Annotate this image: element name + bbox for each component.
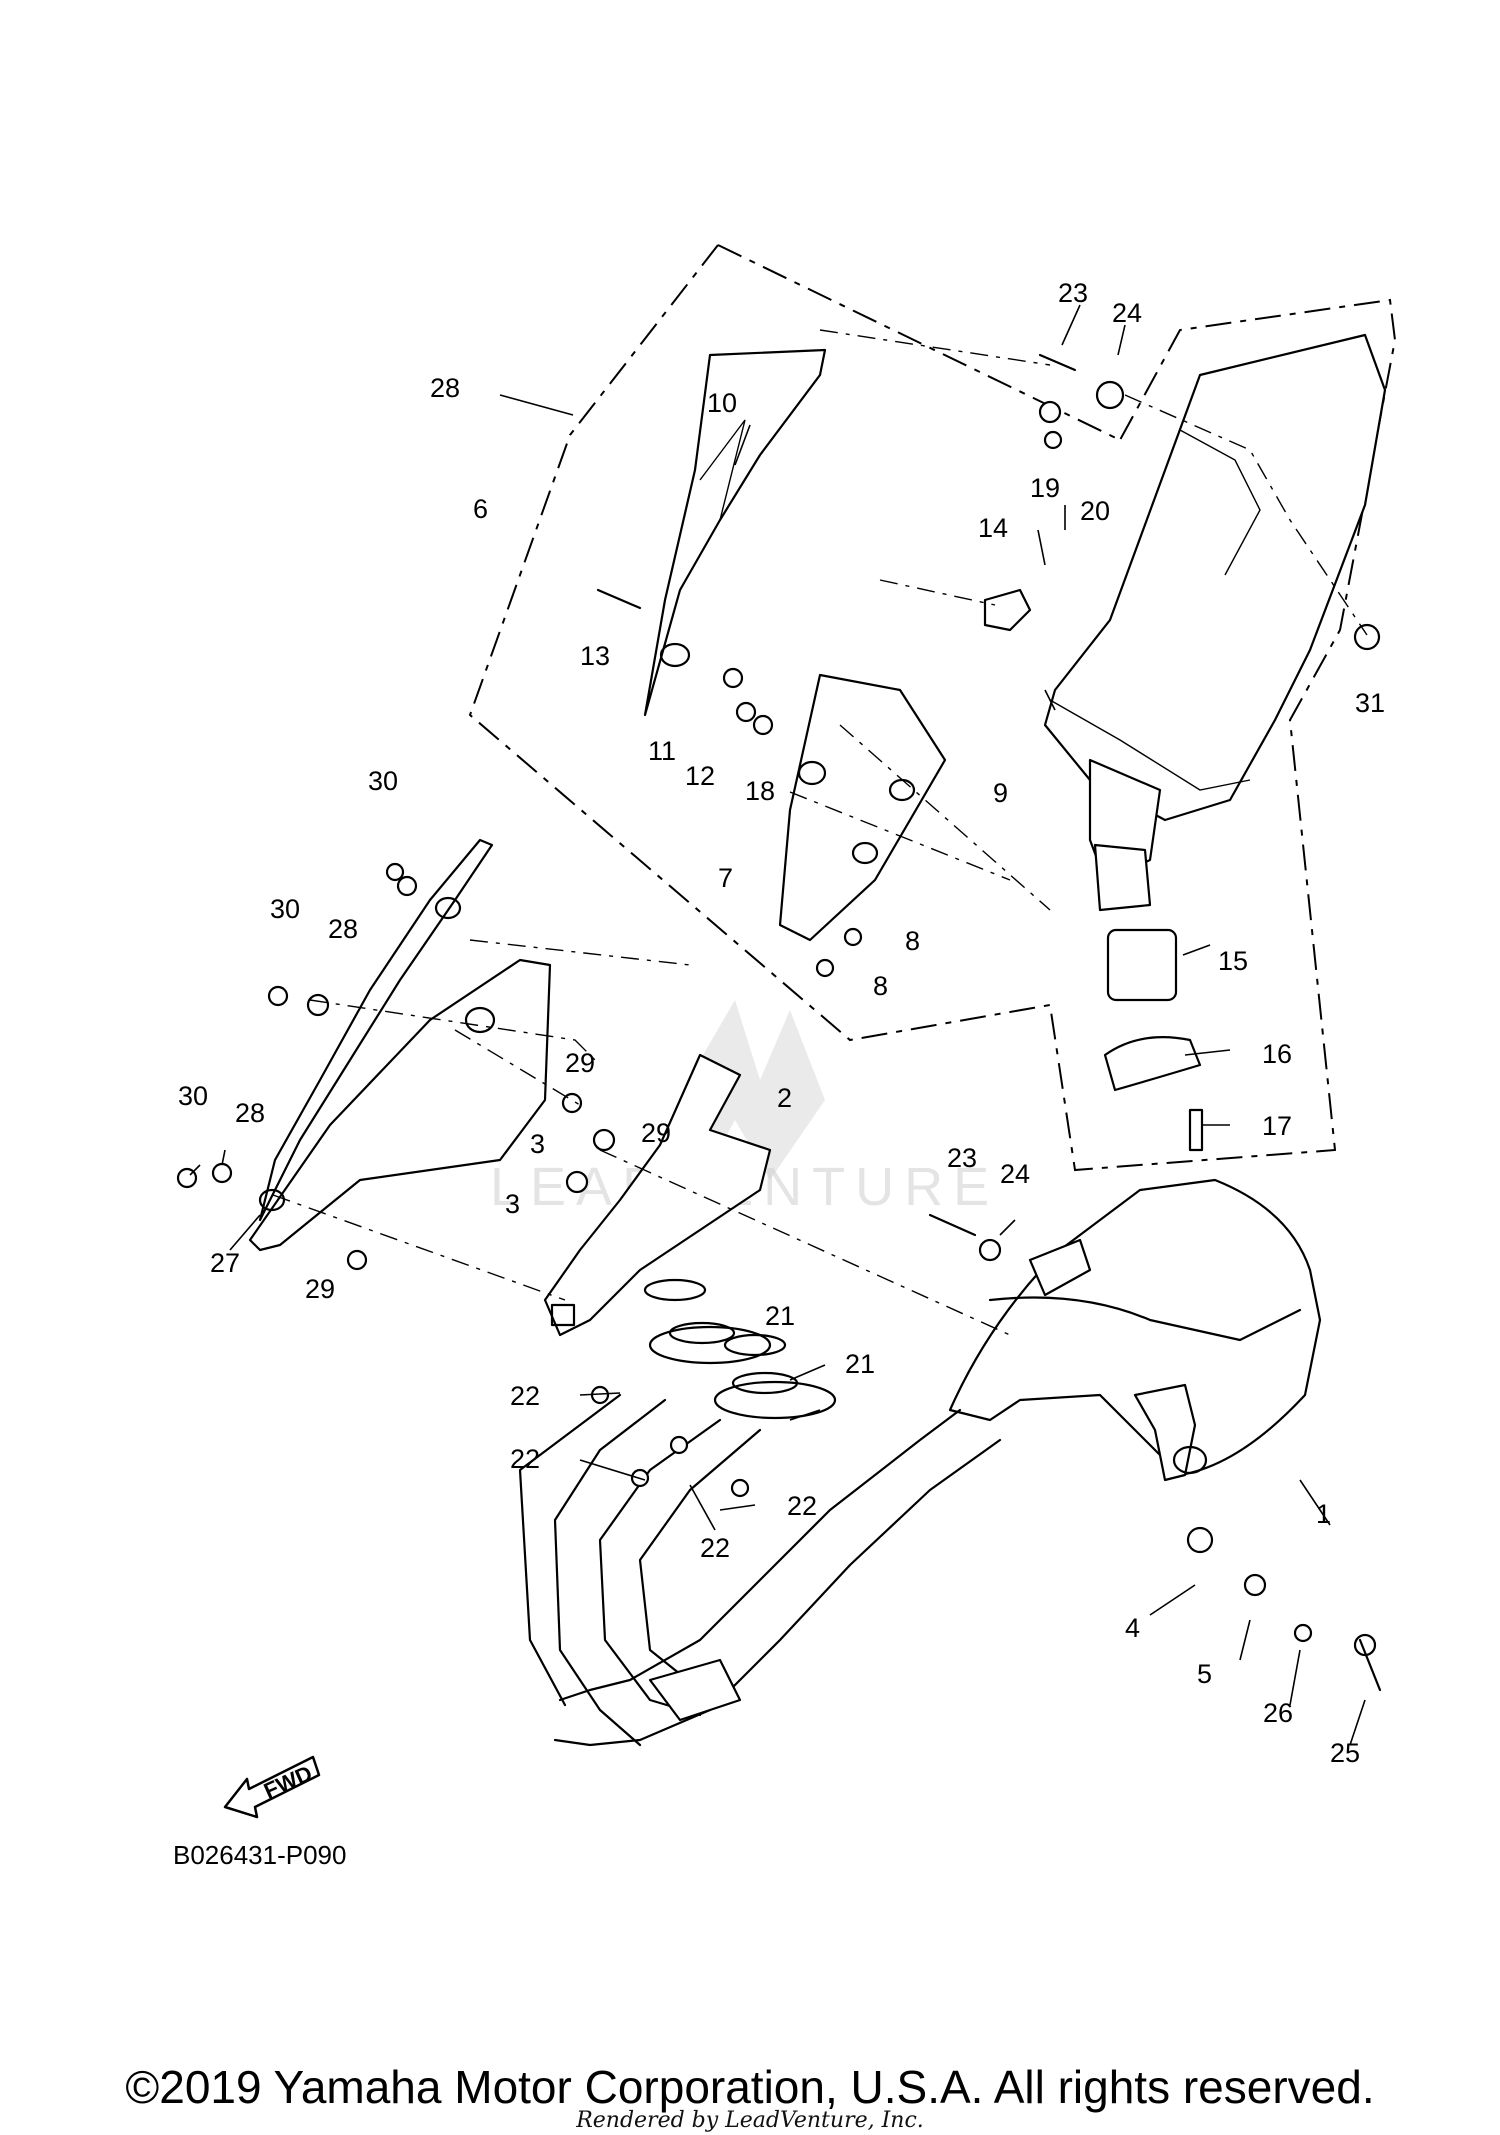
callout-29a: 29 [565,1048,595,1078]
lower-heat-cover [778,673,947,942]
muffler-gasket [1106,928,1178,1002]
callout-20: 20 [1080,496,1110,526]
callout-13: 13 [580,641,610,671]
muffler-body [948,1178,1322,1482]
callout-25: 25 [1330,1738,1360,1768]
muffler-end-cap [1043,333,1387,912]
callout-29c: 29 [305,1274,335,1304]
muffler-clamp [1103,1036,1202,1092]
callout-30c: 30 [178,1081,208,1111]
callout-18: 18 [745,776,775,806]
callout-22b: 22 [510,1444,540,1474]
caution-label [983,588,1032,632]
callout-31: 31 [1355,688,1385,718]
callout-9: 9 [993,778,1008,808]
callout-16: 16 [1262,1039,1292,1069]
upper-heat-cover [643,348,827,717]
callout-27: 27 [210,1248,240,1278]
callout-6: 6 [473,494,488,524]
diagram-code: B026431-P090 [173,1840,347,1870]
callout-17: 17 [1262,1111,1292,1141]
clamp-bolt [1188,1108,1204,1152]
callout-4: 4 [1125,1613,1140,1643]
side-cover [248,838,552,1252]
callout-11: 11 [648,736,676,766]
callout-26: 26 [1263,1698,1293,1728]
callout-28c: 28 [235,1098,265,1128]
callout-labels: 1 2 3 3 4 5 6 7 8 8 9 10 11 12 13 14 15 … [178,278,1385,1768]
callout-8a: 8 [905,926,920,956]
muffler-bracket [543,1053,772,1337]
callout-30a: 30 [368,766,398,796]
copyright-notice: ©2019 Yamaha Motor Corporation, U.S.A. A… [125,2061,1375,2113]
callout-19: 19 [1030,473,1060,503]
exhaust-gasket-a [668,1321,736,1345]
exhaust-gasket-b [731,1371,799,1395]
callout-15: 15 [1218,946,1248,976]
callout-22a: 22 [510,1381,540,1411]
callout-22d: 22 [700,1533,730,1563]
callout-24a: 24 [1112,298,1142,328]
forward-arrow-icon: FWD [223,1755,321,1819]
fwd-label: FWD [260,1760,316,1803]
rendered-by-notice: Rendered by LeadVenture, Inc. [576,2108,924,2133]
callout-12: 12 [685,761,715,791]
callout-3a: 3 [530,1129,545,1159]
callout-23a: 23 [1058,278,1088,308]
callout-30b: 30 [270,894,300,924]
callout-23b: 23 [947,1143,977,1173]
callout-1: 1 [1316,1499,1331,1529]
callout-28b: 28 [328,914,358,944]
callout-3b: 3 [505,1189,520,1219]
callout-22c: 22 [787,1491,817,1521]
callout-29b: 29 [641,1118,671,1148]
callout-5: 5 [1197,1659,1212,1689]
callout-28a: 28 [430,373,460,403]
callout-21a: 21 [765,1301,795,1331]
callout-21b: 21 [845,1349,875,1379]
bolts [596,353,1382,1692]
reference-lines [189,304,1368,1746]
callout-7: 7 [718,863,733,893]
callout-10: 10 [707,388,737,418]
callout-8b: 8 [873,971,888,1001]
header-pipes [518,1278,1002,1747]
callout-2: 2 [777,1083,792,1113]
callout-14: 14 [978,513,1008,543]
callout-24b: 24 [1000,1159,1030,1189]
